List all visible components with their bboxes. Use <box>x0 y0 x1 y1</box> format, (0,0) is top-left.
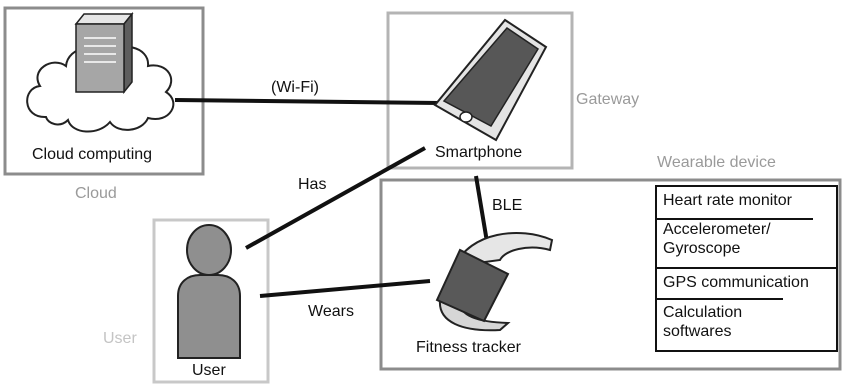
cloud-server-icon <box>26 11 175 133</box>
gateway-group-label: Gateway <box>576 91 640 108</box>
gateway-group-box <box>386 11 574 170</box>
ble-label: BLE <box>492 197 523 214</box>
wears-link <box>259 279 431 298</box>
fitness-tracker-icon <box>435 231 554 332</box>
cloud-group-label: Cloud <box>75 185 117 202</box>
user-group-box <box>152 218 270 384</box>
feature-list: Heart rate monitor Accelerometer/ Gyrosc… <box>655 185 838 352</box>
has-label: Has <box>298 176 327 193</box>
cloud-group-box <box>3 6 205 176</box>
user-group-label: User <box>103 330 137 347</box>
has-link <box>245 146 426 250</box>
user-icon <box>177 224 241 359</box>
user-caption: User <box>192 362 226 379</box>
feature-item: Accelerometer/ Gyroscope <box>657 218 813 266</box>
wears-label: Wears <box>308 303 354 320</box>
smartphone-icon <box>433 18 548 142</box>
ble-link <box>474 175 490 249</box>
wifi-label: (Wi-Fi) <box>271 79 319 96</box>
fitness-tracker-caption: Fitness tracker <box>416 339 521 356</box>
smartphone-caption: Smartphone <box>435 144 523 161</box>
wearable-group-label: Wearable device <box>657 154 776 171</box>
feature-item: GPS communication <box>657 267 836 301</box>
cloud-computing-caption: Cloud computing <box>32 146 153 163</box>
feature-item: Heart rate monitor <box>663 192 792 209</box>
wifi-link <box>174 98 441 105</box>
wearable-group-box <box>379 178 842 371</box>
feature-item: Calculation softwares <box>657 298 783 353</box>
